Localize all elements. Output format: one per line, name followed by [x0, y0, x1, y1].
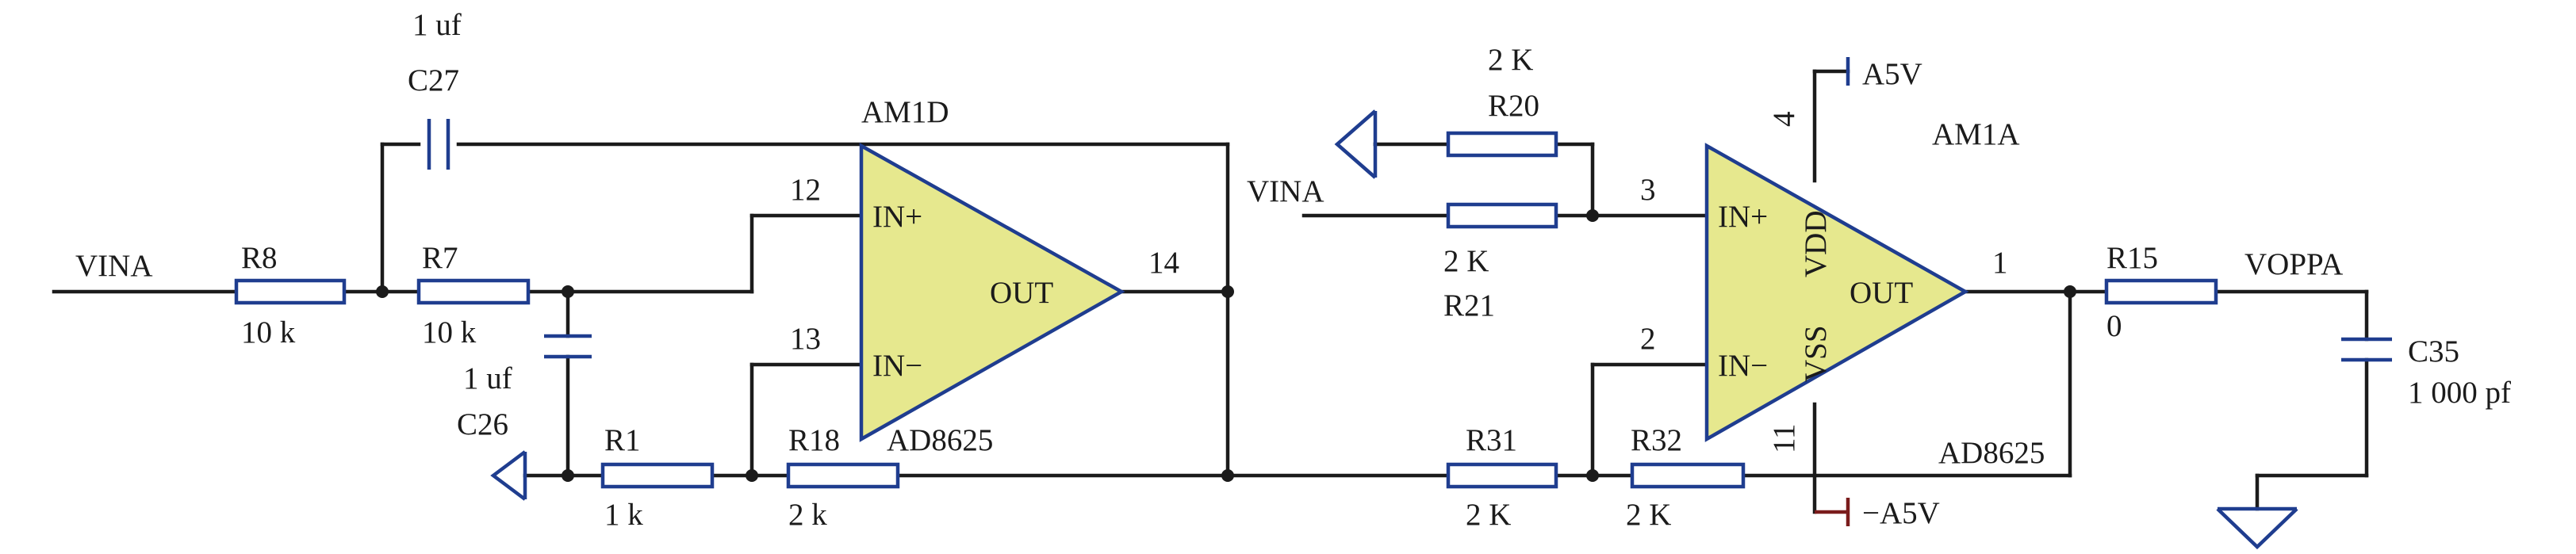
am1a-vss: VSS: [1799, 325, 1833, 382]
am1a-pin-2: 2: [1640, 322, 1656, 356]
net-label-pos-supply: A5V: [1862, 57, 1922, 91]
c26-ref: C26: [457, 407, 508, 441]
resistor-r20: [1446, 131, 1558, 158]
supply-positive-icon: [1812, 57, 1850, 86]
junction-dots: [376, 209, 2076, 482]
am1a-pin-11: 11: [1767, 423, 1801, 453]
am1a-in-minus: IN−: [1718, 349, 1768, 383]
net-label-neg-supply: −A5V: [1862, 496, 1940, 530]
r8-ref: R8: [241, 241, 278, 275]
r15-value: 0: [2106, 309, 2122, 343]
resistor-r32: [1630, 462, 1746, 489]
r7-value: 10 k: [422, 315, 477, 350]
am1d-ref: AM1D: [861, 95, 949, 129]
r32-value: 2 K: [1626, 498, 1671, 532]
capacitor-c26: [544, 334, 592, 359]
r20-value: 2 K: [1488, 43, 1533, 77]
am1a-pin-1: 1: [1992, 246, 2008, 280]
am1d-in-plus: IN+: [872, 200, 922, 234]
c27-ref: C27: [408, 63, 459, 97]
resistor-r31: [1446, 462, 1558, 489]
r21-value: 2 K: [1443, 244, 1489, 278]
ground-r20-icon: [1334, 109, 1378, 179]
resistor-r1: [600, 462, 715, 489]
resistors: [234, 131, 2218, 489]
r21-ref: R21: [1443, 288, 1495, 323]
resistor-r7: [416, 278, 531, 305]
r1-value: 1 k: [604, 498, 643, 532]
am1d-pin-12: 12: [790, 173, 821, 207]
c35-ref: C35: [2408, 334, 2459, 369]
r7-ref: R7: [422, 241, 458, 275]
r18-value: 2 k: [788, 498, 827, 532]
opamp-am1d-body: [859, 143, 1125, 442]
r32-ref: R32: [1631, 423, 1682, 457]
resistor-r15: [2104, 278, 2218, 305]
am1d-pin-14: 14: [1148, 246, 1179, 280]
resistor-r18: [786, 462, 900, 489]
r31-ref: R31: [1466, 423, 1517, 457]
net-label-vina-left: VINA: [75, 249, 152, 283]
net-label-voppa: VOPPA: [2244, 247, 2343, 281]
am1d-pin-13: 13: [790, 322, 821, 356]
capacitor-c27: [427, 119, 450, 170]
ground-left-icon: [490, 450, 527, 501]
r8-value: 10 k: [241, 315, 296, 350]
net-label-vina-right: VINA: [1247, 174, 1324, 208]
resistor-r8: [234, 278, 347, 305]
am1a-ref: AM1A: [1932, 117, 2020, 151]
r31-value: 2 K: [1466, 498, 1511, 532]
c27-value: 1 uf: [412, 8, 462, 42]
r18-ref: R18: [788, 423, 840, 457]
c26-value: 1 uf: [463, 361, 512, 395]
c35-value: 1 000 pf: [2408, 376, 2511, 410]
r20-ref: R20: [1488, 89, 1539, 123]
am1a-vdd: VDD: [1799, 211, 1833, 278]
opamp-am1a-body: [1704, 143, 1969, 442]
capacitor-c35: [2341, 337, 2392, 362]
am1a-pin-3: 3: [1640, 173, 1656, 207]
am1a-out: OUT: [1850, 276, 1913, 310]
supply-negative-icon: [1815, 498, 1850, 526]
ground-output-icon: [2216, 506, 2298, 550]
am1a-in-plus: IN+: [1718, 200, 1768, 234]
r15-ref: R15: [2106, 241, 2158, 275]
am1a-part: AD8625: [1938, 436, 2045, 470]
r1-ref: R1: [604, 423, 641, 457]
am1d-out: OUT: [990, 276, 1053, 310]
resistor-r21: [1446, 202, 1558, 229]
am1d-part: AD8625: [887, 423, 993, 457]
am1a-pin-4: 4: [1767, 112, 1801, 128]
am1d-in-minus: IN−: [872, 349, 922, 383]
